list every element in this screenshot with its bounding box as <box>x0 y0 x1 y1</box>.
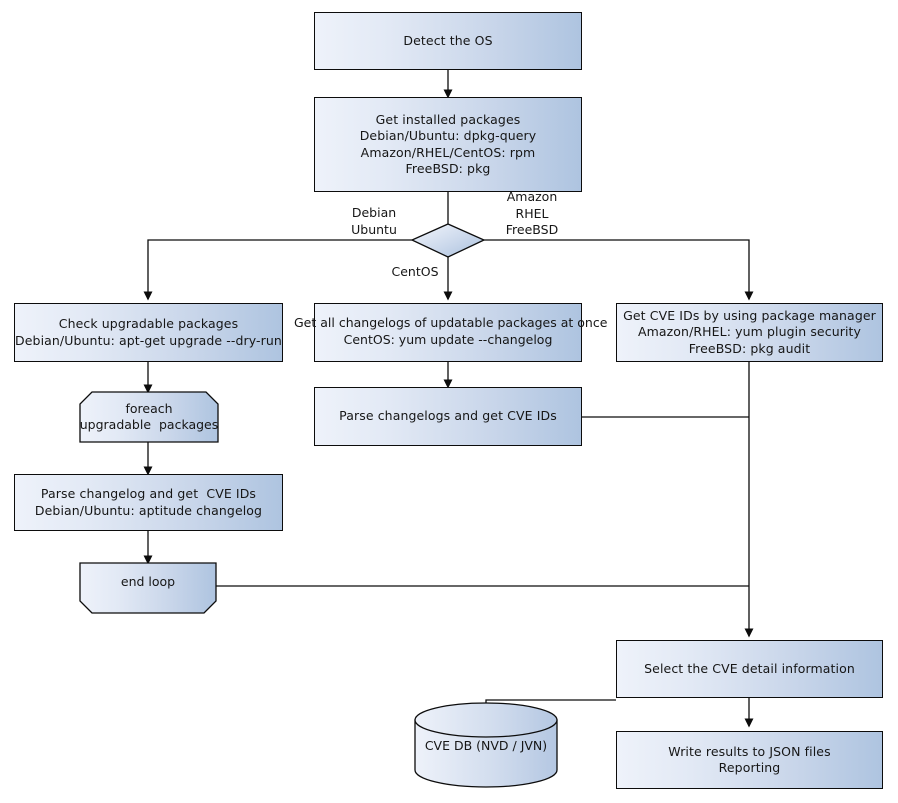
node-select-cve-detail[interactable]: Select the CVE detail information <box>616 640 883 698</box>
node-cve-db-label: CVE DB (NVD / JVN) <box>424 737 548 753</box>
node-parse-changelogs-centos[interactable]: Parse changelogs and get CVE IDs <box>314 387 582 446</box>
edge-label-centos: CentOS <box>391 264 439 279</box>
node-select-cve-detail-label: Select the CVE detail information <box>644 660 855 676</box>
node-foreach-loop-label: foreach upgradable packages <box>79 400 219 433</box>
node-get-installed-packages[interactable]: Get installed packages Debian/Ubuntu: dp… <box>314 97 582 192</box>
node-get-cve-ids-package-manager[interactable]: Get CVE IDs by using package manager Ama… <box>616 303 883 362</box>
edge-label-debian-ubuntu: Debian Ubuntu <box>351 205 397 237</box>
edge-label-amazon-rhel-freebsd: Amazon RHEL FreeBSD <box>505 189 559 237</box>
node-get-all-changelogs[interactable] <box>314 303 582 362</box>
node-check-upgradable-label: Check upgradable packages Debian/Ubuntu:… <box>15 316 282 348</box>
node-write-results-label: Write results to JSON files Reporting <box>668 743 831 776</box>
edge-decision-to-rhel <box>484 239 754 301</box>
node-parse-changelogs-centos-label: Parse changelogs and get CVE IDs <box>339 408 557 424</box>
node-parse-changelog-debian-label: Parse changelog and get CVE IDs Debian/U… <box>34 486 263 518</box>
os-decision-diamond <box>410 223 486 258</box>
node-detect-os-label: Detect the OS <box>403 32 493 48</box>
node-end-loop[interactable]: end loop <box>80 563 216 613</box>
node-detect-os[interactable]: Detect the OS <box>314 12 582 70</box>
node-foreach-loop[interactable]: foreach upgradable packages <box>79 392 219 442</box>
node-get-all-changelogs-label: Get all changelogs of updatable packages… <box>294 315 608 347</box>
node-write-results[interactable]: Write results to JSON files Reporting <box>616 731 883 789</box>
node-end-loop-label: end loop <box>120 573 176 589</box>
node-get-installed-packages-label: Get installed packages Debian/Ubuntu: dp… <box>359 111 537 177</box>
node-get-cve-ids-package-manager-label: Get CVE IDs by using package manager Ama… <box>623 307 876 356</box>
edge-decision-to-debian <box>143 239 412 301</box>
node-cve-db[interactable]: CVE DB (NVD / JVN) <box>415 703 557 787</box>
node-parse-changelog-debian[interactable]: Parse changelog and get CVE IDs Debian/U… <box>14 474 283 531</box>
node-check-upgradable[interactable]: Check upgradable packages Debian/Ubuntu:… <box>14 303 283 362</box>
